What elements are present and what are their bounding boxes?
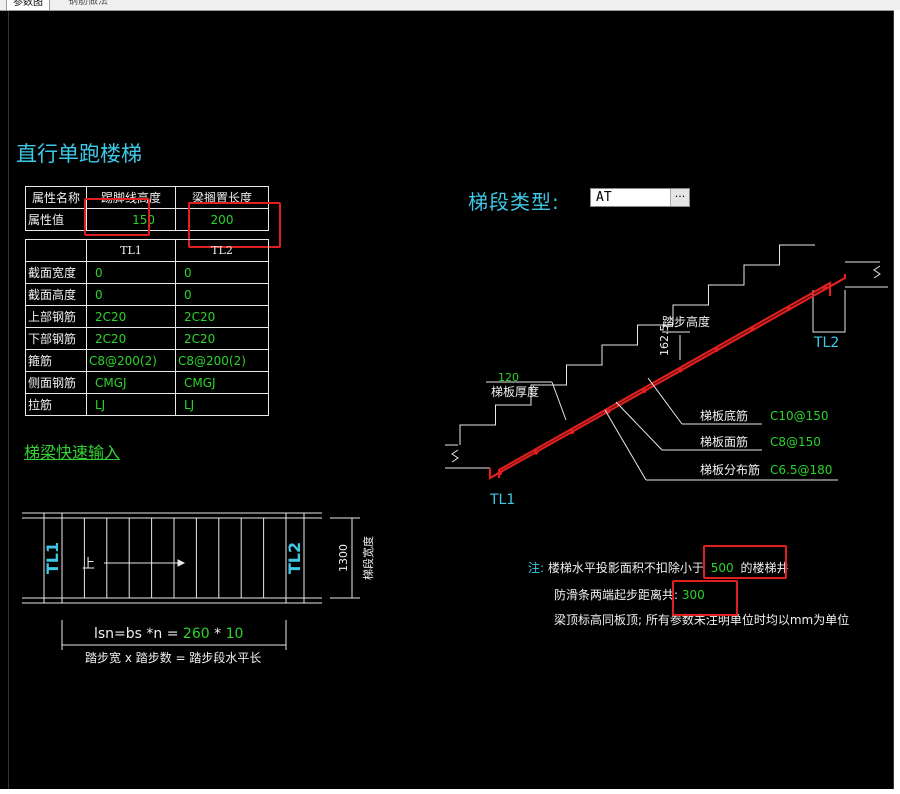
plan-formula: lsn=bs *n = 260 * 10 (94, 626, 243, 642)
anti-slip-distance-value[interactable]: 300 (681, 588, 705, 602)
beam-tl1-value[interactable]: LJ (86, 393, 176, 416)
segment-type-label: 梯段类型: (468, 190, 560, 214)
prop-row-label: 属性值 (25, 208, 87, 231)
beam-row-label: 侧面钢筋 (25, 371, 87, 394)
segment-type-value: AT (596, 190, 612, 205)
plan-view (22, 512, 360, 650)
highlight-kick-height (84, 198, 150, 236)
rest-length-value[interactable]: 200 (175, 208, 269, 231)
step-height-value: 162.5 (658, 325, 671, 357)
distribution-rebar-dots (497, 285, 828, 476)
beam-tl2-value[interactable]: CMGJ (175, 371, 269, 394)
tl2-beam (812, 290, 846, 333)
beam-tl2-value[interactable]: 2C20 (175, 305, 269, 328)
rebar-dot (533, 450, 539, 455)
segment-type-select[interactable]: AT ··· (590, 188, 690, 207)
dist-rebar-label: 梯板分布筋 (700, 462, 760, 477)
rebar-dot (678, 368, 683, 373)
beam-row-label: 拉筋 (25, 393, 87, 416)
plan-tl2-label: TL2 (285, 542, 304, 574)
rebar-dot (497, 470, 503, 476)
page-title: 直行单跑楼梯 (16, 142, 142, 166)
rebar-dot (606, 409, 611, 414)
bottom-rebar-value: C10@150 (770, 409, 829, 423)
tab-rebar-method[interactable]: 钢筋做法 (68, 0, 108, 7)
note-line-2: 防滑条两端起步距离共: 300 (554, 586, 705, 603)
window-edge-right (894, 10, 900, 794)
stair-steps-outline (459, 244, 815, 445)
formula-prefix: lsn=bs *n = (94, 626, 183, 642)
section-tl1-label: TL1 (489, 492, 515, 508)
top-rebar-value: C8@150 (770, 435, 821, 449)
break-symbol-left (451, 449, 459, 463)
plan-treads (83, 518, 265, 598)
bottom-rebar-leader (647, 377, 683, 425)
plan-width-value: 1300 (337, 544, 350, 572)
top-rebar-leader (615, 401, 663, 451)
highlight-anti-slip-distance (672, 580, 738, 616)
beam-row-label: 下部钢筋 (25, 327, 87, 350)
beam-tl2-value[interactable]: 2C20 (175, 327, 269, 350)
beam-header-tl1: TL1 (86, 239, 176, 262)
highlight-stairwell-area (703, 545, 787, 579)
segment-type-browse-button[interactable]: ··· (670, 189, 689, 206)
beam-header-tl2: TL2 (175, 239, 269, 262)
thickness-leader-2 (551, 381, 567, 421)
formula-times: * (210, 626, 226, 642)
up-arrow-head (177, 559, 186, 567)
rebar-dot (822, 285, 828, 291)
rebar-dot (714, 347, 719, 352)
formula-bs: 260 (183, 626, 210, 642)
plan-width-label: 梯段宽度 (361, 536, 375, 580)
quick-input-link[interactable]: 梯梁快速输入 (24, 443, 121, 462)
note-prefix: 注: (528, 561, 545, 575)
note-line-1: 注: 楼梯水平投影面积不扣除小于 500 的楼梯井 (528, 559, 788, 576)
tab-parameter-diagram[interactable]: 参数图 (6, 0, 50, 10)
section-view (445, 244, 888, 481)
dist-rebar-leader (604, 409, 647, 481)
beam-row-label: 上部钢筋 (25, 305, 87, 328)
bottom-rebar-label: 梯板底筋 (700, 408, 748, 423)
dist-rebar-value: C6.5@180 (770, 463, 832, 477)
break-symbol-right (873, 265, 881, 279)
tab-bar: 参数图 钢筋做法 (0, 0, 900, 11)
rebar-dot (750, 326, 755, 332)
beam-tl1-value[interactable]: 2C20 (86, 305, 176, 328)
note-line1-b: 的楼梯井 (740, 561, 789, 575)
rebar-dot (570, 429, 575, 435)
top-rebar-label: 梯板面筋 (700, 434, 748, 449)
note-line-3: 梁顶标高同板顶; 所有参数未注明单位时均以mm为单位 (554, 613, 850, 627)
beam-tl2-value[interactable]: 0 (175, 261, 269, 284)
rebar-dot (786, 306, 792, 311)
stairwell-area-value[interactable]: 500 (710, 561, 734, 575)
beam-tl2-value[interactable]: LJ (175, 393, 269, 416)
formula-n: 10 (226, 626, 244, 642)
rebar-bottom (488, 274, 847, 480)
rebar-dot (642, 388, 647, 393)
section-tl2-label: TL2 (813, 335, 839, 351)
note-line1-a: 楼梯水平投影面积不扣除小于 (547, 561, 704, 575)
note-line2-a: 防滑条两端起步距离共: (554, 588, 679, 602)
window-edge-bottom (0, 789, 900, 794)
plan-formula-desc: 踏步宽 x 踏步数 = 踏步段水平长 (85, 650, 261, 665)
plan-up-label: 上 (82, 557, 95, 572)
thickness-label: 梯板厚度 (491, 384, 539, 399)
thickness-value: 120 (498, 371, 519, 384)
plan-tl1-label: TL1 (43, 542, 62, 574)
step-height-label: 踏步高度 (662, 314, 710, 329)
